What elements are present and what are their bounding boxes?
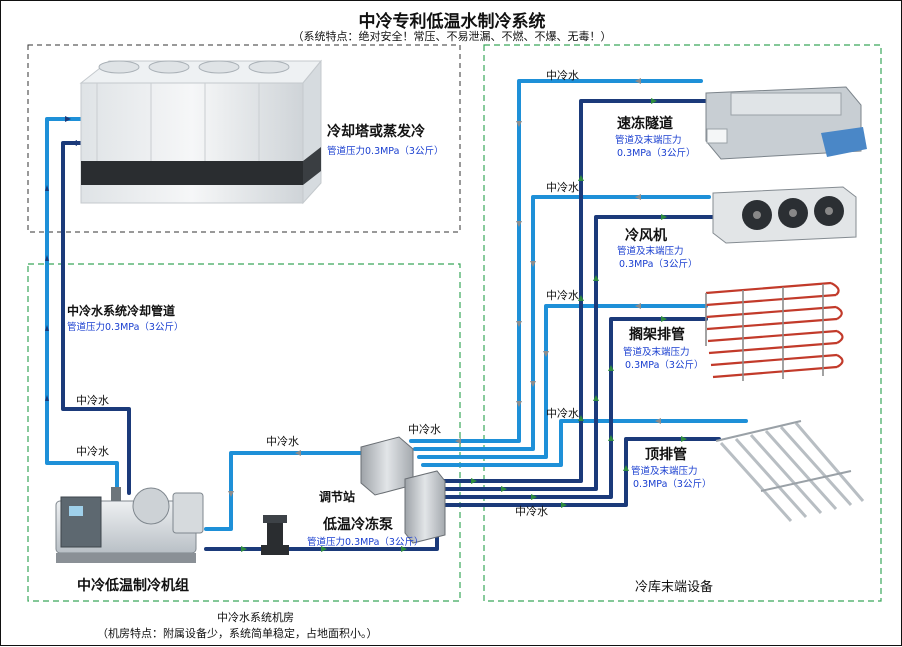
terminal-zone: [483, 44, 882, 602]
regulator-station-image: [360, 436, 446, 544]
water-label-shelf: 中冷水: [546, 289, 579, 302]
terminal-section-label: 冷库末端设备: [635, 580, 714, 595]
shelf-pipe-pressure-line2: 0.3MPa（3公斤）: [625, 360, 704, 371]
supply-pipe-aircooler: [431, 215, 723, 491]
water-label-supply: 中冷水: [515, 505, 548, 518]
tunnel-pressure-line1: 管道及末端压力: [615, 135, 682, 146]
return-pipe-shelf: [417, 304, 708, 459]
air-cooler-pressure-line1: 管道及末端压力: [617, 246, 684, 257]
pump-pressure: 管道压力0.3MPa（3公斤）: [307, 537, 424, 548]
diagram-subtitle: （系统特点：绝对安全！常压、不易泄漏、不燃、不爆、无毒！）: [292, 30, 612, 43]
freezing-tunnel-image: [705, 86, 867, 160]
flow-arrows-green: [45, 98, 687, 552]
water-label-aircooler: 中冷水: [546, 181, 579, 194]
cooling-supply-pipe: [45, 117, 119, 495]
flow-arrows-gray: [228, 78, 661, 497]
top-pipe-label: 顶排管: [645, 447, 687, 463]
air-cooler-pressure-line2: 0.3MPa（3公斤）: [619, 259, 698, 270]
water-label-top: 中冷水: [546, 407, 579, 420]
air-cooler-image: [712, 186, 857, 244]
return-pipe-top: [421, 419, 748, 467]
water-label-bus: 中冷水: [408, 423, 441, 436]
top-pipe-pressure-line1: 管道及末端压力: [631, 466, 698, 477]
top-pipe-pressure-line2: 0.3MPa（3公斤）: [633, 479, 712, 490]
cooling-tower-image: [79, 59, 323, 205]
machine-room-zone: [27, 263, 461, 602]
cooling-pipe-pressure: 管道压力0.3MPa（3公斤）: [67, 322, 184, 333]
diagram-title: 中冷专利低温水制冷系统: [358, 12, 546, 32]
water-label-return: 中冷水: [266, 435, 299, 448]
supply-pipe-top: [435, 437, 721, 507]
tunnel-label: 速冻隧道: [617, 116, 673, 132]
return-pipe-aircooler: [413, 195, 711, 451]
top-pipe-image: [715, 420, 865, 523]
chiller-unit-image: [55, 487, 204, 563]
pump-image: [261, 515, 289, 555]
cooling-tower-zone: [27, 44, 461, 233]
supply-pipe-shelf: [433, 317, 708, 499]
air-cooler-label: 冷风机: [625, 228, 667, 244]
water-label-cooling-2: 中冷水: [76, 445, 109, 458]
cooling-pipe-label: 中冷水系统冷却管道: [67, 304, 176, 318]
water-label-tunnel: 中冷水: [546, 69, 579, 82]
cooling-tower-pressure: 管道压力0.3MPa（3公斤）: [327, 146, 444, 157]
cooling-tower-label: 冷却塔或蒸发冷: [327, 124, 425, 140]
machine-room-note: （机房特点：附属设备少，系统简单稳定，占地面积小。）: [97, 627, 378, 640]
shelf-pipe-label: 搁架排管: [629, 327, 685, 343]
water-label-cooling-1: 中冷水: [76, 394, 109, 407]
supply-pipe-tunnel: [429, 99, 713, 483]
return-pipe-tunnel: [409, 79, 703, 443]
shelf-pipe-image: [705, 281, 844, 381]
regulator-label: 调节站: [319, 490, 356, 504]
tunnel-pressure-line2: 0.3MPa（3公斤）: [617, 148, 696, 159]
shelf-pipe-pressure-line1: 管道及末端压力: [623, 347, 690, 358]
pump-label: 低温冷冻泵: [323, 517, 393, 533]
machine-room-label: 中冷水系统机房: [217, 611, 294, 624]
chiller-label: 中冷低温制冷机组: [77, 578, 189, 594]
